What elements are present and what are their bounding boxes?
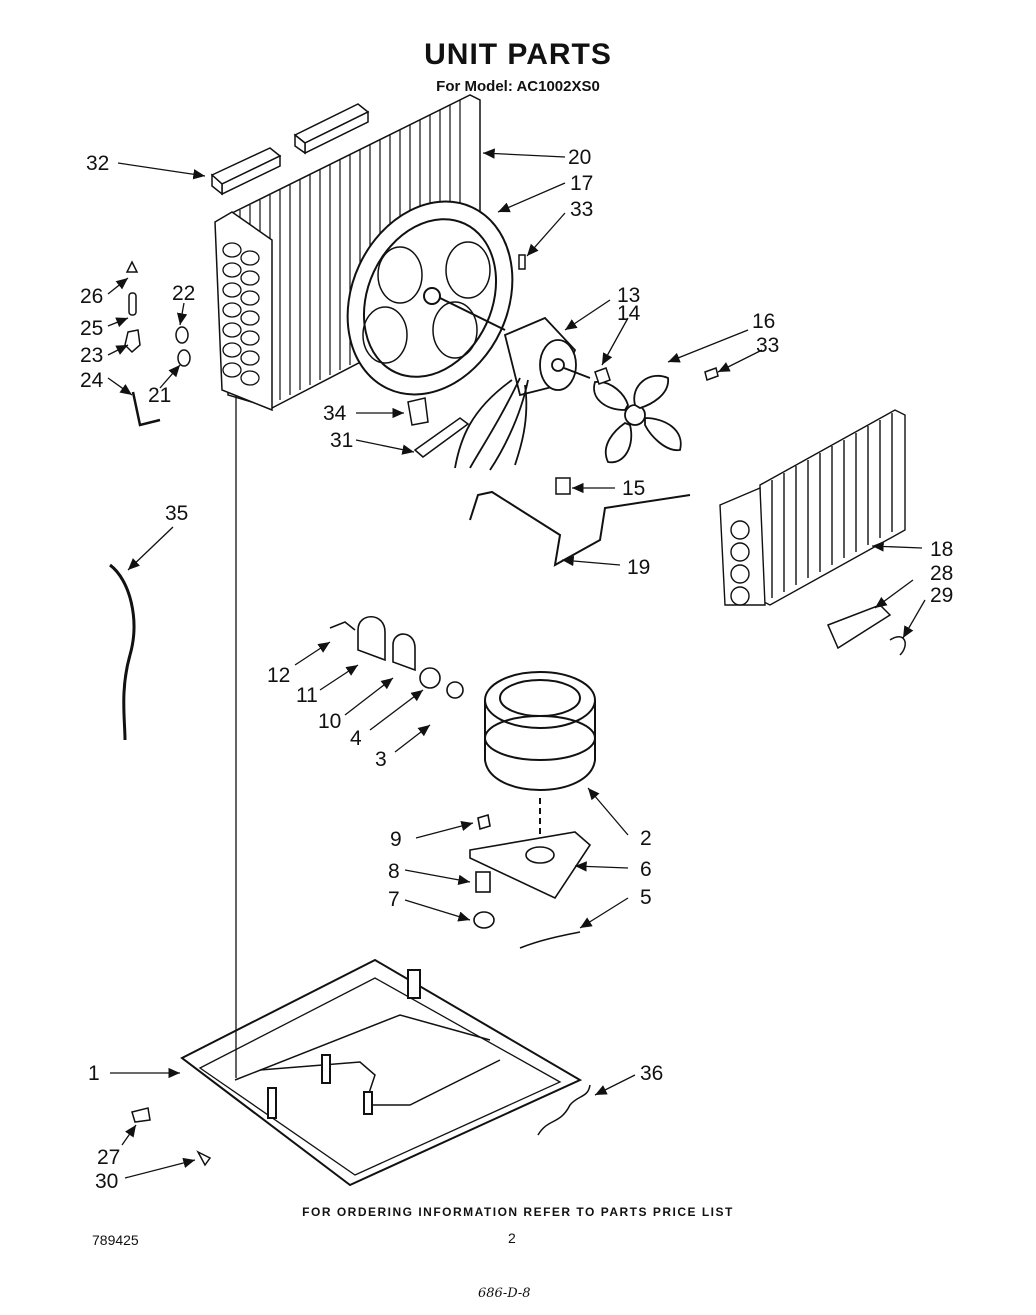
callout-29: 29 xyxy=(930,584,953,607)
callout-15: 15 xyxy=(622,477,645,500)
capillary-tube xyxy=(469,490,691,567)
callout-28: 28 xyxy=(930,562,953,585)
callout-14: 14 xyxy=(617,302,641,325)
evaporator-coil xyxy=(719,409,906,606)
fan-shroud xyxy=(346,200,514,396)
wiring-harness xyxy=(109,563,136,741)
page-title: UNIT PARTS xyxy=(424,38,612,71)
callout-18: 18 xyxy=(930,538,953,561)
base-pan xyxy=(180,958,583,1187)
page-number: 2 xyxy=(508,1230,516,1246)
fan-motor xyxy=(454,316,591,471)
callout-27: 27 xyxy=(97,1146,120,1169)
callout-36: 36 xyxy=(640,1062,663,1085)
callout-13: 13 xyxy=(617,284,640,307)
callout-8: 8 xyxy=(388,860,400,883)
callout-1: 1 xyxy=(88,1062,100,1085)
model-subtitle: For Model: AC1002XS0 xyxy=(436,78,600,95)
callout-17: 17 xyxy=(570,172,593,195)
callout-24: 24 xyxy=(80,369,104,392)
fan-blade xyxy=(593,374,682,463)
ordering-note: FOR ORDERING INFORMATION REFER TO PARTS … xyxy=(302,1205,734,1219)
callout-10: 10 xyxy=(318,710,341,733)
callout-33a: 33 xyxy=(570,198,593,221)
small-fasteners xyxy=(407,254,719,495)
callout-16: 16 xyxy=(752,310,775,333)
callout-32: 32 xyxy=(86,152,109,175)
callout-leaders xyxy=(107,148,926,1179)
callout-6: 6 xyxy=(640,858,652,881)
foam-block-pair xyxy=(210,103,370,196)
callout-19: 19 xyxy=(627,556,650,579)
callout-11: 11 xyxy=(296,684,318,707)
misc-bottom-parts xyxy=(131,604,906,1167)
callout-5: 5 xyxy=(640,886,652,909)
callout-3: 3 xyxy=(375,748,387,771)
compressor-electrical-parts xyxy=(329,616,464,699)
compressor xyxy=(484,671,596,850)
callout-9: 9 xyxy=(390,828,402,851)
callout-2: 2 xyxy=(640,827,652,850)
callout-30: 30 xyxy=(95,1170,118,1193)
callout-22: 22 xyxy=(172,282,195,305)
callout-4: 4 xyxy=(350,727,362,750)
callout-12: 12 xyxy=(267,664,290,687)
callout-31: 31 xyxy=(330,429,353,452)
callout-25: 25 xyxy=(80,317,103,340)
compressor-mounting-plate xyxy=(469,813,592,949)
document-number: 789425 xyxy=(92,1232,139,1248)
callout-labels: 32 20 17 33 13 14 16 33 34 31 15 19 18 2… xyxy=(80,146,953,1193)
callout-20: 20 xyxy=(568,146,591,169)
callout-35: 35 xyxy=(165,502,188,525)
handwritten-code: 686-D-8 xyxy=(478,1286,531,1301)
callout-33b: 33 xyxy=(756,334,779,357)
callout-21: 21 xyxy=(148,384,171,407)
callout-23: 23 xyxy=(80,344,103,367)
callout-7: 7 xyxy=(388,888,400,911)
tube-fittings xyxy=(124,260,191,427)
callout-26: 26 xyxy=(80,285,103,308)
callout-34: 34 xyxy=(323,402,347,425)
